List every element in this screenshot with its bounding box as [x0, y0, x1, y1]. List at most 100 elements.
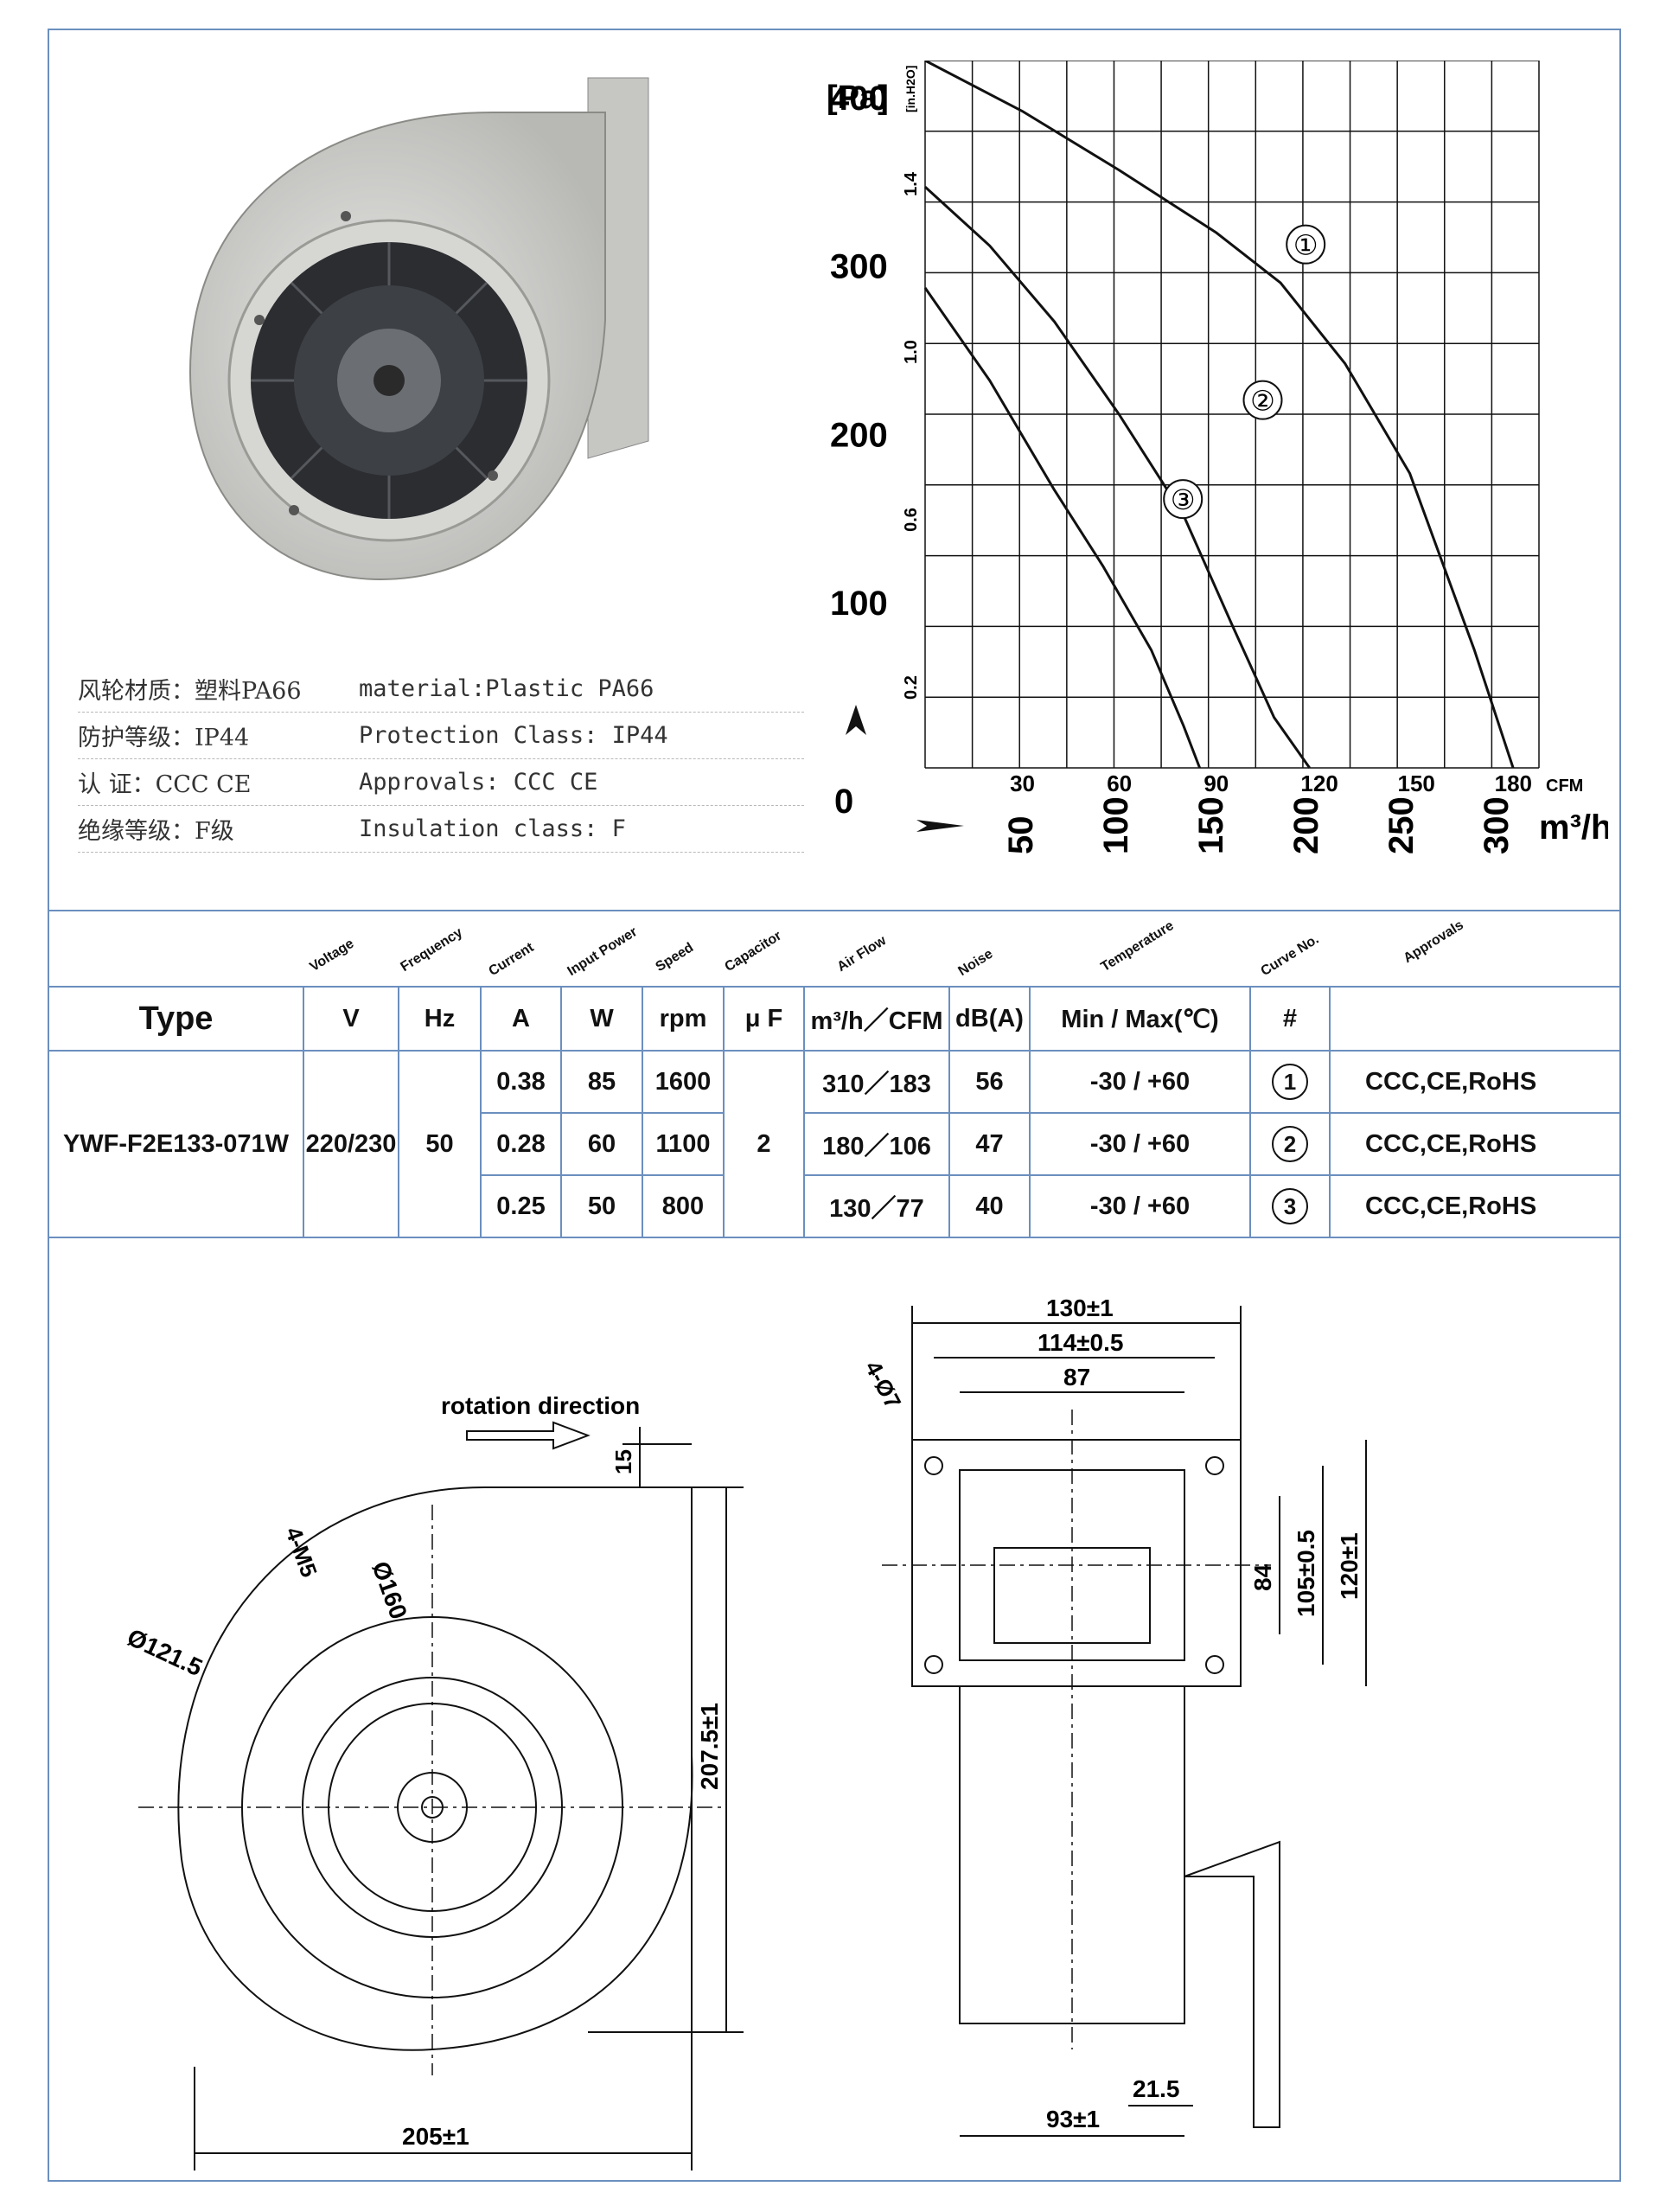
- unit-current: A: [480, 986, 562, 1052]
- voltage-cell: 220/230: [303, 1050, 399, 1238]
- spec-list: 风轮材质：塑料PA66 material:Plastic PA66 防护等级：IP…: [78, 666, 804, 853]
- curve-1: [924, 61, 1515, 769]
- spec-zh: 认 证：CCC CE: [78, 771, 252, 798]
- capacitor-cell: 2: [723, 1050, 805, 1238]
- chart-grid: [924, 61, 1540, 769]
- header-curve-no: Curve No.: [1258, 931, 1322, 980]
- performance-chart: [Pa] [in.H2O] ①②③ 4003002001001.41.00.60…: [827, 61, 1608, 854]
- dim-205: 205±1: [402, 2123, 469, 2150]
- dim-160: Ø160: [367, 1557, 412, 1622]
- noise-cell: 47: [948, 1112, 1031, 1176]
- side-view: [882, 1306, 1367, 2137]
- unit-power: W: [560, 986, 643, 1052]
- type-header: Type: [48, 986, 304, 1052]
- y2-unit-label: [in.H2O]: [903, 66, 917, 112]
- approvals-cell: CCC,CE,RoHS: [1329, 1112, 1621, 1176]
- right-arrow-icon: [916, 820, 964, 832]
- x-cfm-tick: 90: [1204, 770, 1229, 796]
- up-arrow-icon: [846, 705, 866, 735]
- curve-number: 1: [1272, 1064, 1308, 1100]
- y-tick-label: 100: [830, 585, 888, 623]
- header-air-flow: Air Flow: [834, 933, 889, 975]
- dim-m5: 4-M5: [280, 1524, 322, 1581]
- unit-approvals: [1329, 986, 1621, 1052]
- model-cell: YWF-F2E133-071W: [48, 1050, 304, 1238]
- chart-curves: ①②③: [923, 61, 1515, 769]
- curve-label-circle: [1286, 224, 1326, 265]
- header-approvals: Approvals: [1401, 917, 1466, 967]
- x-cfm-tick: 150: [1398, 770, 1435, 796]
- unit-freq: Hz: [398, 986, 482, 1052]
- curve-2: [923, 185, 1311, 769]
- curve-label-circle: [1242, 380, 1283, 420]
- spec-zh: 风轮材质：塑料PA66: [78, 678, 302, 705]
- unit-curve: #: [1249, 986, 1331, 1052]
- unit-airflow: m³/h／CFM: [803, 986, 950, 1052]
- y-tick-zero: 0: [834, 783, 853, 821]
- dim-21: 21.5: [1133, 2075, 1180, 2102]
- dim-120: 120±1: [1336, 1532, 1363, 1600]
- blower-photo: [188, 77, 649, 581]
- speed-cell: 800: [642, 1174, 725, 1238]
- unit-cap: μ F: [723, 986, 805, 1052]
- technical-drawing: rotation direction 15 Ø160 4-M5 Ø121.5 2…: [123, 1295, 1367, 2170]
- x-m3h-tick: 100: [1097, 796, 1135, 854]
- rotation-label: rotation direction: [441, 1392, 640, 1419]
- y2-tick-label: 1.0: [902, 340, 921, 364]
- x-cfm-tick: 180: [1495, 770, 1532, 796]
- speed-cell: 1600: [642, 1050, 725, 1114]
- noise-cell: 40: [948, 1174, 1031, 1238]
- y2-tick-label: 0.6: [902, 508, 921, 532]
- spec-zh: 绝缘等级：F级: [78, 818, 234, 845]
- dim-15: 15: [610, 1449, 636, 1474]
- x-m3h-unit: m³/h: [1539, 809, 1608, 847]
- temp-cell: -30 / +60: [1029, 1050, 1251, 1114]
- curve-number: 2: [1272, 1126, 1308, 1162]
- header-noise: Noise: [955, 946, 996, 980]
- front-view: [138, 1421, 744, 2170]
- spec-en: material:Plastic PA66: [359, 675, 654, 702]
- dim-130: 130±1: [1046, 1295, 1114, 1321]
- dim-121: Ø121.5: [123, 1623, 206, 1681]
- unit-voltage: V: [303, 986, 399, 1052]
- unit-temp: Min / Max(℃): [1029, 986, 1251, 1052]
- approvals-cell: CCC,CE,RoHS: [1329, 1050, 1621, 1114]
- table-row: 0.25 50 800 130／77 40 -30 / +60 3 CCC,CE…: [48, 1174, 1621, 1238]
- curve-label-circle: [1163, 479, 1204, 520]
- header-input-power: Input Power: [565, 924, 641, 980]
- spec-row: 风轮材质：塑料PA66 material:Plastic PA66: [78, 666, 804, 713]
- table-unit-row: Type V Hz A W rpm μ F m³/h／CFM dB(A) Min…: [48, 986, 1621, 1052]
- x-m3h-tick: 250: [1382, 796, 1421, 854]
- frequency-cell: 50: [398, 1050, 482, 1238]
- temp-cell: -30 / +60: [1029, 1112, 1251, 1176]
- dim-114: 114±0.5: [1038, 1329, 1123, 1356]
- curve-cell: 1: [1249, 1050, 1331, 1114]
- airflow-cell: 130／77: [803, 1174, 950, 1238]
- x-cfm-unit: CFM: [1546, 777, 1583, 796]
- y-tick-label: 400: [830, 80, 888, 118]
- spec-en: Protection Class: IP44: [359, 722, 668, 749]
- x-m3h-tick: 150: [1192, 796, 1230, 854]
- temp-cell: -30 / +60: [1029, 1174, 1251, 1238]
- x-m3h-tick: 300: [1478, 796, 1516, 854]
- header-frequency: Frequency: [398, 924, 466, 975]
- header-capacitor: Capacitor: [722, 928, 785, 975]
- airflow-cell: 310／183: [803, 1050, 950, 1114]
- divider-bottom: [48, 1237, 1621, 1238]
- spec-row: 认 证：CCC CE Approvals: CCC CE: [78, 759, 804, 806]
- power-cell: 50: [560, 1174, 643, 1238]
- curve-cell: 3: [1249, 1174, 1331, 1238]
- spec-zh: 防护等级：IP44: [78, 725, 250, 751]
- dim-207: 207.5±1: [696, 1703, 723, 1790]
- unit-speed: rpm: [642, 986, 725, 1052]
- speed-cell: 1100: [642, 1112, 725, 1176]
- header-temperature: Temperature: [1098, 918, 1177, 975]
- current-cell: 0.38: [480, 1050, 562, 1114]
- current-cell: 0.25: [480, 1174, 562, 1238]
- x-m3h-tick: 200: [1287, 796, 1325, 854]
- dim-105: 105±0.5: [1293, 1530, 1319, 1617]
- curve-number: 3: [1272, 1188, 1308, 1224]
- y-tick-label: 300: [830, 248, 888, 286]
- spec-en: Approvals: CCC CE: [359, 769, 598, 796]
